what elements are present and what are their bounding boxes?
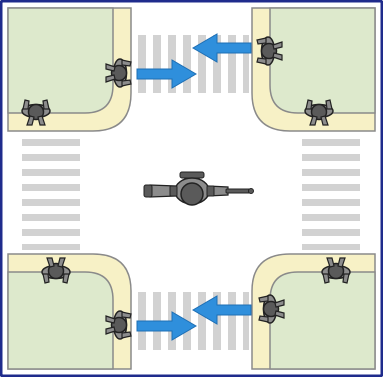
- crosswalk-right: [302, 139, 360, 250]
- corner-bottom-left: [7, 253, 132, 370]
- arrow-top-right: [136, 59, 197, 89]
- arrow-top-left: [192, 33, 252, 63]
- officer-baton: [225, 188, 251, 194]
- officer-head: [180, 182, 204, 206]
- officer-belt-left: [169, 185, 178, 197]
- officer-belt-right: [206, 185, 215, 197]
- crosswalk-left: [22, 139, 80, 250]
- traffic-officer: [143, 171, 254, 206]
- corner-top-left: [7, 7, 132, 132]
- arrow-bottom-right: [136, 311, 197, 341]
- grass-top-right: [269, 7, 376, 114]
- grass-bottom-right: [269, 271, 376, 370]
- arrow-bottom-left: [192, 295, 252, 325]
- grass-top-left: [7, 7, 114, 114]
- corner-top-right: [251, 7, 376, 132]
- grass-bottom-left: [7, 271, 114, 370]
- officer-baton-tip: [248, 188, 254, 194]
- officer-cap-brim: [179, 171, 205, 179]
- officer-hand-left: [143, 184, 153, 198]
